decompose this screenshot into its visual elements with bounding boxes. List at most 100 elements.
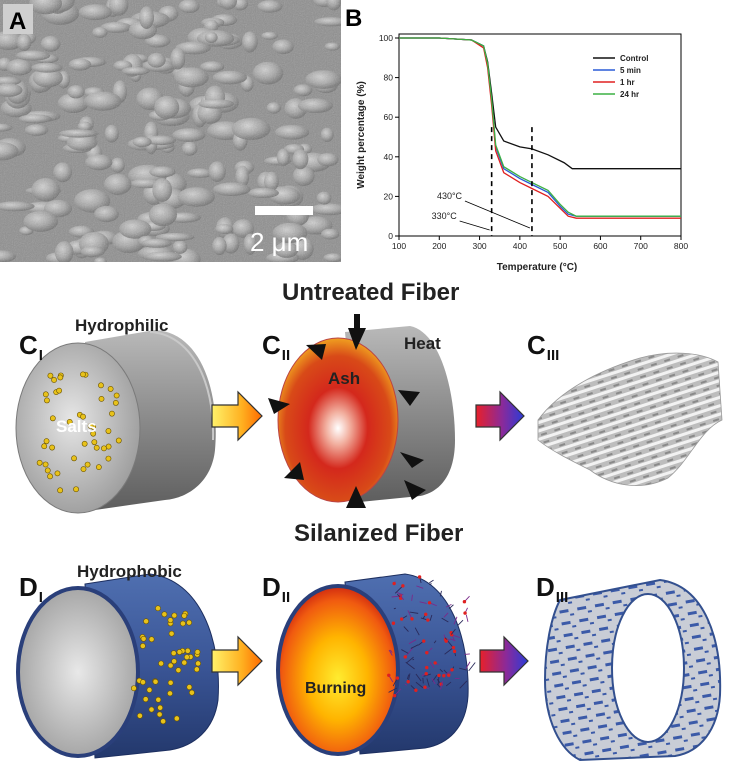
- heat-arrows: [268, 314, 426, 508]
- process-arrow-1: [211, 390, 263, 442]
- process-arrow-4: [479, 635, 529, 687]
- particle: [49, 415, 56, 422]
- panel-c1-label: CI: [19, 330, 43, 364]
- panel-c2-label: CII: [262, 330, 290, 364]
- y-tick-label: 60: [384, 112, 394, 122]
- molecule-bond: [410, 644, 419, 649]
- particle: [54, 470, 61, 477]
- particle: [47, 473, 53, 480]
- particle: [57, 487, 64, 494]
- y-tick-label: 100: [379, 33, 393, 43]
- panel-c1-sub: I: [38, 347, 43, 364]
- molecule-bond: [409, 611, 419, 614]
- molecule-bond: [445, 603, 452, 608]
- particle: [156, 711, 163, 718]
- molecule-bond: [423, 673, 431, 677]
- salts-label: Salts: [56, 417, 97, 436]
- molecule-bond: [429, 579, 434, 584]
- salt-particles: [36, 371, 122, 494]
- particle: [98, 395, 105, 402]
- molecule-bond: [440, 680, 444, 690]
- particle: [56, 387, 63, 394]
- annotation-label: 430°C: [437, 191, 463, 201]
- molecule-atom: [452, 649, 457, 654]
- annotation-pointer: [464, 200, 531, 229]
- molecule-atom: [425, 651, 429, 655]
- molecule-bond: [457, 619, 464, 626]
- particle: [80, 371, 86, 378]
- molecule-bond: [426, 678, 430, 687]
- molecule-bond: [444, 647, 454, 655]
- panel-c3-letter: C: [527, 330, 546, 360]
- molecule-bond: [433, 640, 437, 644]
- molecule-atom: [425, 665, 429, 670]
- molecule-atom: [414, 688, 418, 692]
- molecule-bond: [412, 658, 415, 661]
- particle: [44, 397, 50, 404]
- untreated-title: Untreated Fiber: [282, 279, 460, 306]
- molecule-atom: [444, 639, 448, 643]
- molecule-atom: [451, 645, 456, 650]
- silica-shell-tube: [543, 578, 722, 762]
- series-line-5-min: [399, 37, 681, 217]
- y-axis-label: Weight percentage (%): [356, 81, 367, 189]
- particle: [148, 636, 155, 643]
- particle: [157, 704, 164, 711]
- particle: [47, 372, 54, 379]
- panel-a-letter: A: [9, 8, 26, 35]
- panel-d3-letter: D: [536, 572, 555, 602]
- molecule-bond: [396, 592, 404, 596]
- x-tick-label: 300: [472, 241, 486, 251]
- molecule-atom: [401, 584, 405, 588]
- molecule-bond: [393, 607, 396, 610]
- particle: [194, 649, 201, 655]
- particle: [66, 419, 73, 425]
- legend-label: 1 hr: [620, 78, 635, 87]
- molecule-bond: [406, 656, 414, 664]
- silane-particles: [130, 605, 201, 725]
- particle: [188, 689, 195, 696]
- molecule-bond: [429, 661, 435, 669]
- series-line-24-hr: [399, 37, 681, 217]
- particle: [42, 391, 49, 398]
- particle: [186, 619, 193, 626]
- particle: [173, 715, 180, 722]
- panel-c2-sub: II: [281, 347, 291, 364]
- particle: [101, 445, 107, 452]
- molecule-atom: [403, 655, 407, 659]
- particle: [91, 439, 98, 446]
- panel-a-label-bg: [3, 4, 33, 34]
- particle: [113, 392, 120, 399]
- particle: [146, 687, 153, 693]
- panel-c1-letter: C: [19, 330, 38, 360]
- particle: [44, 467, 51, 474]
- molecule-bond: [388, 687, 398, 693]
- particle: [105, 428, 112, 434]
- particle: [136, 712, 143, 719]
- particle: [168, 630, 175, 637]
- fiber-end-face: [16, 586, 140, 758]
- particle: [43, 438, 50, 445]
- molecule-bond: [439, 668, 444, 673]
- plot-border: [398, 33, 682, 237]
- molecule-bond: [394, 585, 404, 594]
- molecule-bond: [450, 628, 456, 635]
- molecule-bond: [404, 647, 413, 658]
- process-arrow-3: [211, 635, 263, 687]
- heated-fiber-cylinder: [277, 326, 455, 503]
- particle: [87, 423, 94, 429]
- molecule-bond: [445, 681, 452, 687]
- particle: [161, 611, 168, 618]
- particle: [143, 618, 150, 625]
- panel-d1-sub: I: [38, 589, 43, 606]
- particle: [176, 649, 183, 655]
- particle: [167, 679, 174, 686]
- burning-label: Burning: [305, 680, 367, 697]
- particle: [160, 718, 167, 725]
- burning-end-face: [276, 584, 400, 756]
- molecule-atom: [424, 612, 428, 617]
- particle: [90, 430, 97, 437]
- untreated-fiber-cylinder: [15, 330, 216, 514]
- particle: [155, 605, 161, 612]
